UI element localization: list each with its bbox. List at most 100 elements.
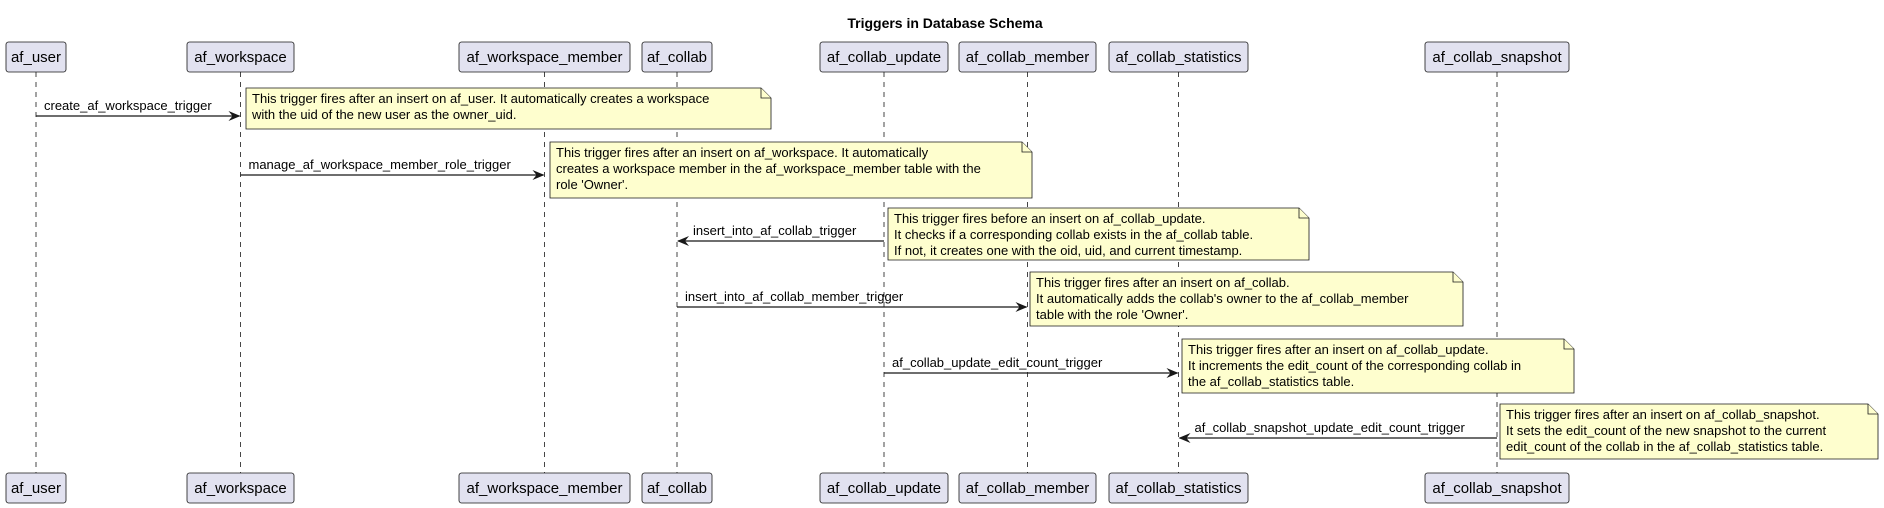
participant-top-af_collab_member: af_collab_member: [958, 41, 1097, 73]
note-line: with the uid of the new user as the owne…: [251, 107, 517, 122]
participant-box: [819, 472, 949, 504]
message-label: manage_af_workspace_member_role_trigger: [249, 157, 512, 172]
participant-bottom-af_workspace: af_workspace: [186, 472, 295, 504]
participant-box: [458, 41, 631, 73]
notes: This trigger fires after an insert on af…: [245, 87, 1879, 460]
note-fold-corner: [1298, 208, 1309, 219]
note-fold-corner: [760, 88, 771, 99]
messages: create_af_workspace_trigger manage_af_wor…: [36, 98, 1497, 443]
note-line: This trigger fires after an insert on af…: [556, 145, 929, 160]
participant-box: [641, 472, 713, 504]
note-line: If not, it creates one with the oid, uid…: [894, 243, 1242, 258]
message-label: insert_into_af_collab_member_trigger: [685, 289, 904, 304]
message-label: insert_into_af_collab_trigger: [693, 223, 857, 238]
note-box: [549, 141, 1033, 199]
participant-label: af_collab_update: [827, 49, 941, 66]
participant-label: af_workspace: [194, 49, 287, 66]
participant-box: [1108, 41, 1249, 73]
message-2: insert_into_af_collab_trigger: [677, 223, 884, 246]
note-line: This trigger fires after an insert on af…: [1036, 275, 1290, 290]
note-line: It sets the edit_count of the new snapsh…: [1506, 423, 1827, 438]
participant-top-af_workspace_member: af_workspace_member: [458, 41, 631, 73]
note-line: This trigger fires after an insert on af…: [1506, 407, 1820, 422]
message-3: insert_into_af_collab_member_trigger: [677, 289, 1028, 312]
note-box: [887, 207, 1310, 261]
note-fold-corner: [1867, 404, 1878, 415]
message-4: af_collab_update_edit_count_trigger: [884, 355, 1179, 378]
participant-label: af_collab_snapshot: [1432, 49, 1562, 66]
message-5: af_collab_snapshot_update_edit_count_tri…: [1178, 420, 1497, 443]
note-fold-corner: [1452, 272, 1463, 283]
participant-box: [1424, 41, 1570, 73]
note-line: creates a workspace member in the af_wor…: [556, 161, 981, 176]
message-label: af_collab_update_edit_count_trigger: [892, 355, 1103, 370]
participant-bottom-af_collab: af_collab: [641, 472, 713, 504]
participant-label: af_collab: [647, 49, 707, 66]
participant-label: af_user: [11, 49, 61, 66]
note-3: This trigger fires after an insert on af…: [1029, 271, 1464, 327]
message-1: manage_af_workspace_member_role_trigger: [240, 157, 545, 180]
note-4: This trigger fires after an insert on af…: [1181, 338, 1575, 394]
note-line: edit_count of the collab in the af_colla…: [1506, 439, 1823, 454]
participant-label: af_collab_member: [966, 49, 1089, 66]
note-line: It increments the edit_count of the corr…: [1188, 358, 1521, 373]
participant-label: af_collab_snapshot: [1432, 480, 1562, 497]
participant-box: [641, 41, 713, 73]
participant-bottom-af_collab_member: af_collab_member: [958, 472, 1097, 504]
participant-label: af_user: [11, 480, 61, 497]
participant-top-af_collab_snapshot: af_collab_snapshot: [1424, 41, 1570, 73]
note-box: [1029, 271, 1464, 327]
note-line: table with the role 'Owner'.: [1036, 307, 1188, 322]
participant-box: [5, 41, 67, 73]
note-box: [1499, 403, 1879, 460]
note-5: This trigger fires after an insert on af…: [1499, 403, 1879, 460]
participant-label: af_collab_statistics: [1116, 49, 1242, 66]
participant-top-af_user: af_user: [5, 41, 67, 73]
participant-top-af_collab_statistics: af_collab_statistics: [1108, 41, 1249, 73]
participant-box: [458, 472, 631, 504]
participant-bottom-af_collab_statistics: af_collab_statistics: [1108, 472, 1249, 504]
note-line: role 'Owner'.: [556, 177, 628, 192]
note-fold-corner: [1021, 142, 1032, 153]
participant-box: [5, 472, 67, 504]
participant-box: [1108, 472, 1249, 504]
note-1: This trigger fires after an insert on af…: [549, 141, 1033, 199]
note-fold-corner: [1563, 339, 1574, 350]
note-line: This trigger fires before an insert on a…: [894, 211, 1205, 226]
participant-bottom-af_collab_update: af_collab_update: [819, 472, 949, 504]
participant-box: [958, 41, 1097, 73]
diagram-title: Triggers in Database Schema: [847, 15, 1043, 31]
participant-bottom-af_workspace_member: af_workspace_member: [458, 472, 631, 504]
participant-box: [186, 472, 295, 504]
participant-label: af_workspace_member: [467, 480, 623, 497]
message-label: create_af_workspace_trigger: [44, 98, 212, 113]
participants-bottom: af_user af_workspace af_workspace_member af…: [5, 472, 1570, 504]
participant-top-af_workspace: af_workspace: [186, 41, 295, 73]
note-box: [245, 87, 772, 130]
participant-top-af_collab_update: af_collab_update: [819, 41, 949, 73]
note-2: This trigger fires before an insert on a…: [887, 207, 1310, 261]
participant-label: af_workspace_member: [467, 49, 623, 66]
participant-label: af_collab: [647, 480, 707, 497]
participant-label: af_workspace: [194, 480, 287, 497]
participant-bottom-af_user: af_user: [5, 472, 67, 504]
participant-box: [958, 472, 1097, 504]
message-label: af_collab_snapshot_update_edit_count_tri…: [1195, 420, 1466, 435]
note-line: the af_collab_statistics table.: [1188, 374, 1354, 389]
note-box: [1181, 338, 1575, 394]
participant-label: af_collab_member: [966, 480, 1089, 497]
participants-top: af_user af_workspace af_workspace_member af…: [5, 41, 1570, 73]
participant-box: [819, 41, 949, 73]
participant-label: af_collab_update: [827, 480, 941, 497]
note-line: This trigger fires after an insert on af…: [252, 91, 709, 106]
participant-box: [1424, 472, 1570, 504]
participant-bottom-af_collab_snapshot: af_collab_snapshot: [1424, 472, 1570, 504]
participant-label: af_collab_statistics: [1116, 480, 1242, 497]
note-0: This trigger fires after an insert on af…: [245, 87, 772, 130]
message-0: create_af_workspace_trigger: [36, 98, 241, 121]
participant-top-af_collab: af_collab: [641, 41, 713, 73]
note-line: It checks if a corresponding collab exis…: [894, 227, 1253, 242]
participant-box: [186, 41, 295, 73]
note-line: This trigger fires after an insert on af…: [1188, 342, 1489, 357]
